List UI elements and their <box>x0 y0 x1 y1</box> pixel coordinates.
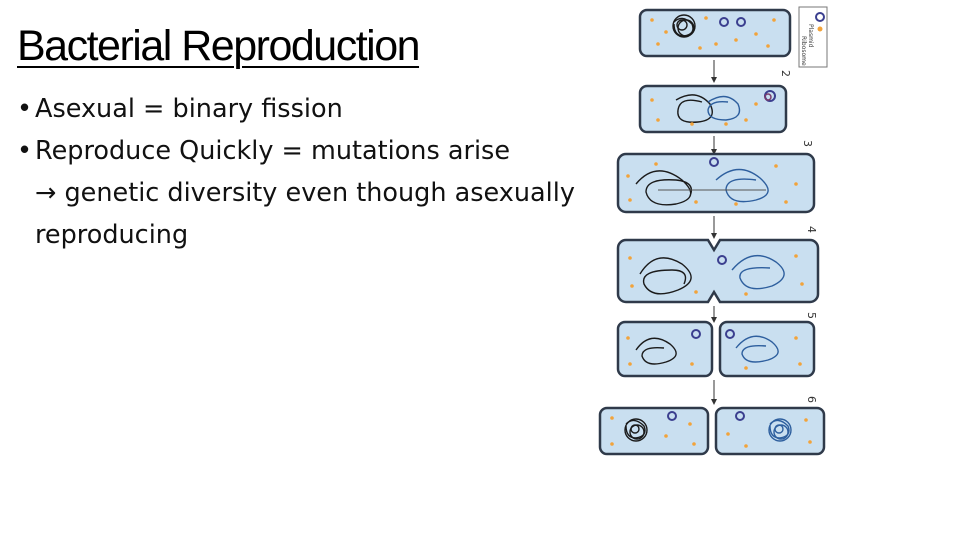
stage-4-cell <box>616 238 820 304</box>
stage-2-cell <box>638 84 788 134</box>
dna-coil <box>624 418 648 442</box>
bullet-list: • Asexual = binary fission • Reproduce Q… <box>17 88 587 256</box>
plasmid-icon <box>725 329 735 339</box>
legend-plasmid-label: Plasmid <box>807 24 814 48</box>
step-number: 4 <box>805 226 818 233</box>
binary-fission-diagram: Plasmid Ribosome 2 3 <box>598 6 828 456</box>
step-number: 2 <box>779 70 792 77</box>
plasmid-icon <box>736 17 746 27</box>
step-number: 6 <box>805 396 818 403</box>
dna-coil <box>672 14 696 38</box>
step-number: 3 <box>801 140 814 147</box>
ribosome-dots <box>650 16 776 50</box>
plasmid-icon <box>719 17 729 27</box>
step-number: 5 <box>805 312 818 319</box>
plasmid-icon <box>735 411 745 421</box>
bullet-text: Reproduce Quickly = mutations arise <box>35 136 511 166</box>
bullet-marker: • <box>17 94 33 124</box>
ribosome-legend-icon <box>817 26 823 32</box>
slide-title: Bacterial Reproduction <box>17 22 421 70</box>
bullet-item: • Asexual = binary fission <box>17 88 587 130</box>
stage-6-cells <box>598 406 826 456</box>
stage-1-cell <box>638 8 792 58</box>
stage-3-cell <box>616 152 816 214</box>
dna-coil <box>768 418 792 442</box>
bullet-item: • Reproduce Quickly = mutations arise → … <box>17 130 587 256</box>
legend-ribosome-label: Ribosome <box>800 36 807 66</box>
plasmid-icon <box>709 157 719 167</box>
plasmid-icon <box>667 411 677 421</box>
plasmid-icon <box>717 255 727 265</box>
plasmid-legend-icon <box>815 12 825 22</box>
legend: Plasmid Ribosome <box>798 6 828 68</box>
bullet-text: Asexual = binary fission <box>35 94 343 124</box>
bullet-marker: • <box>17 136 33 166</box>
plasmid-icon <box>691 329 701 339</box>
stage-5-cells <box>616 320 816 378</box>
bullet-continuation: → genetic diversity even though asexuall… <box>35 178 575 250</box>
